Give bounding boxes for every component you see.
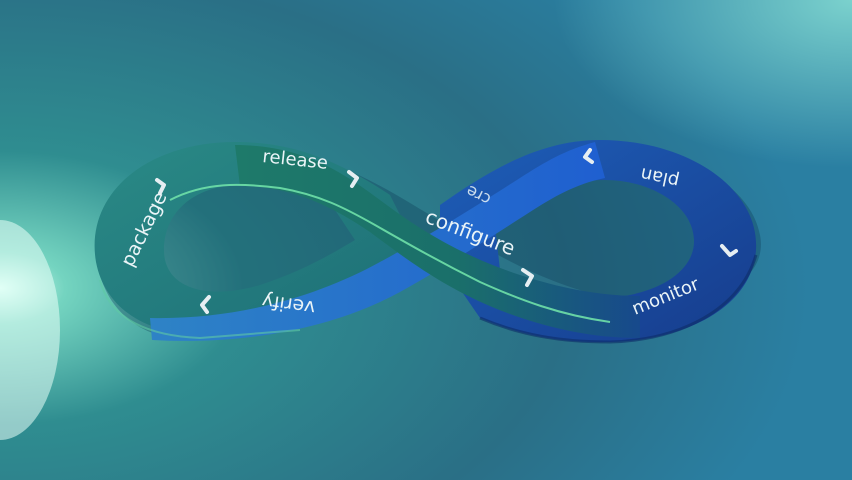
front-crossing-band bbox=[235, 145, 640, 338]
chevron-icon-monitor bbox=[720, 244, 738, 257]
chevron-icon-configure bbox=[521, 268, 534, 287]
loop-edge-highlight bbox=[169, 183, 611, 323]
chevron-icon-verify bbox=[200, 295, 211, 314]
left-light-flare bbox=[0, 220, 60, 440]
back-crossing-band bbox=[150, 142, 605, 341]
chevron-icon-package bbox=[155, 178, 166, 195]
loop-outer-edge bbox=[99, 279, 301, 340]
chevron-icon-release bbox=[347, 170, 359, 188]
loop-bottom-edge bbox=[479, 254, 758, 344]
chevron-icon-plan bbox=[583, 148, 594, 164]
